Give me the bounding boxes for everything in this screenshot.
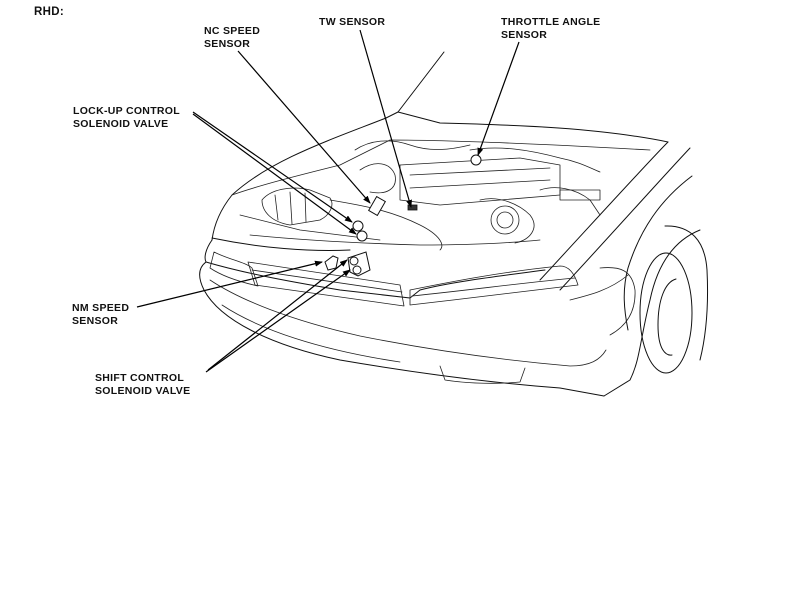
engine-compartment [231, 139, 651, 251]
leader-nc-speed-sensor [237, 50, 371, 204]
shift-solenoid-b [352, 265, 362, 275]
hood [211, 51, 669, 241]
leader-lines [136, 29, 520, 373]
label-nc-speed-sensor-line1: NC SPEED [204, 25, 261, 37]
label-lockup-line2: SOLENOID VALVE [73, 118, 169, 130]
front-body [199, 237, 636, 397]
lockup-solenoid-a [352, 220, 364, 232]
right-fender [539, 141, 701, 397]
leader-lockup-b [192, 113, 357, 235]
tw-sensor-part [407, 204, 418, 211]
shift-solenoid-a [349, 256, 359, 266]
front-wheel [639, 225, 709, 374]
components [324, 154, 482, 277]
label-nm-speed-sensor-line1: NM SPEED [72, 302, 130, 314]
nm-speed-sensor-part [324, 255, 339, 271]
label-nm-speed-sensor-line2: SENSOR [72, 315, 119, 327]
leader-nm-speed-sensor [136, 260, 323, 308]
nc-speed-sensor-part [367, 195, 387, 217]
leader-shift-a [207, 259, 348, 371]
leader-lockup-a [192, 111, 353, 223]
throttle-angle-sensor-part [470, 154, 482, 166]
label-shift-line1: SHIFT CONTROL [95, 372, 185, 384]
leader-tw-sensor [359, 29, 412, 208]
heading-rhd: RHD: [34, 6, 64, 18]
label-throttle-angle-sensor-line1: THROTTLE ANGLE [501, 16, 601, 28]
lockup-solenoid-b [356, 230, 368, 242]
label-tw-sensor-line1: TW SENSOR [319, 16, 386, 28]
label-throttle-angle-sensor-line2: SENSOR [501, 29, 548, 41]
label-lockup-line1: LOCK-UP CONTROL [73, 105, 180, 117]
leader-throttle-angle-sensor [477, 41, 520, 156]
label-shift-line2: SOLENOID VALVE [95, 385, 191, 397]
label-nc-speed-sensor-line2: SENSOR [204, 38, 251, 50]
leader-shift-b [205, 269, 351, 373]
